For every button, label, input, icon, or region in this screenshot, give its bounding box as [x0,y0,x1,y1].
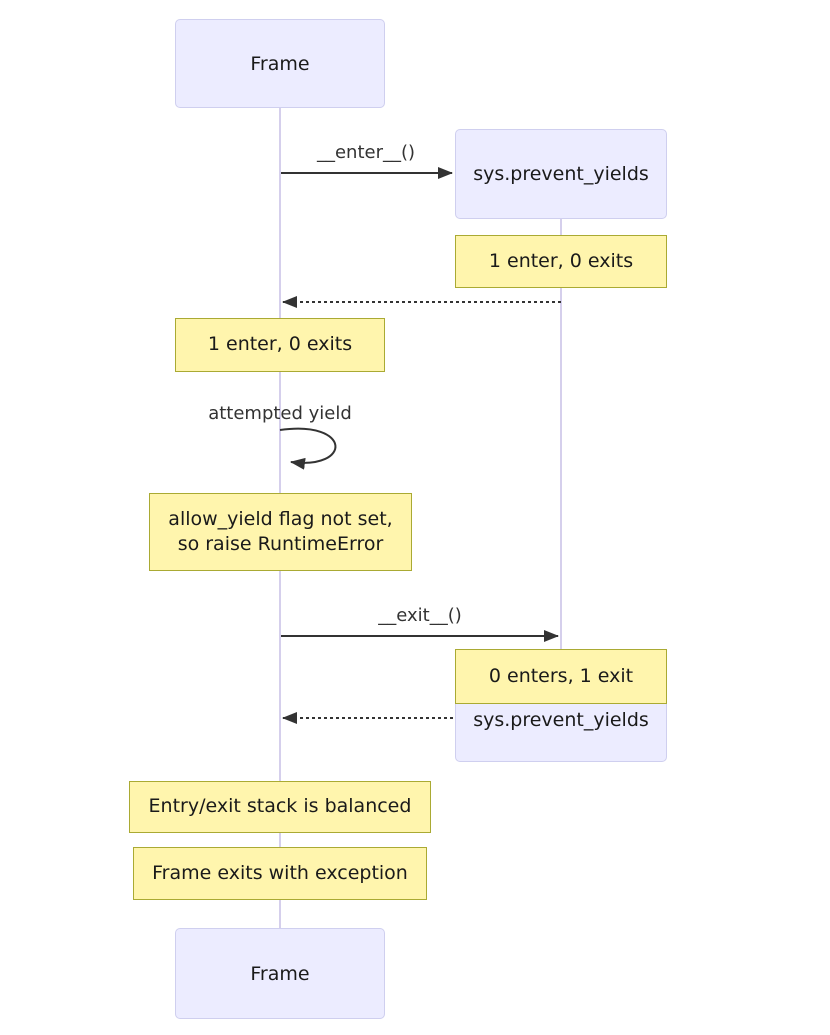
note-sys-after-exit: 0 enters, 1 exit [455,649,667,704]
participant-frame-top-label: Frame [250,52,310,75]
exit-message-label: __exit__() [378,605,462,626]
self-loop-label: attempted yield [208,403,352,424]
note-frame-after-enter: 1 enter, 0 exits [175,318,385,372]
participant-sys-bottom-label: sys.prevent_yields [473,709,649,731]
note-text: Entry/exit stack is balanced [148,795,412,818]
note-text: Frame exits with exception [152,861,408,884]
note-text-line1: allow_yield flag not set, [168,507,393,530]
participant-sys-bottom-box: sys.prevent_yields [455,697,667,762]
note-text: 1 enter, 0 exits [207,333,353,356]
participant-sys-top-label: sys.prevent_yields [473,163,649,185]
enter-message-label: __enter__() [316,142,416,163]
note-stack-balanced: Entry/exit stack is balanced [129,781,431,833]
note-text-line2: so raise RuntimeError [177,533,384,555]
note-text: 0 enters, 1 exit [488,664,634,687]
note-frame-exception: Frame exits with exception [133,847,427,900]
note-text: 1 enter, 0 exits [488,249,634,272]
note-sys-after-enter: 1 enter, 0 exits [455,235,667,288]
participant-frame-bottom-label: Frame [250,962,310,985]
self-loop-arrow [279,427,337,470]
participant-sys-top-box: sys.prevent_yields [455,129,667,219]
participant-frame-bottom-box: Frame [175,928,385,1019]
note-runtime-error: allow_yield flag not set, so raise Runti… [149,493,412,571]
participant-frame-top-box: Frame [175,19,385,108]
